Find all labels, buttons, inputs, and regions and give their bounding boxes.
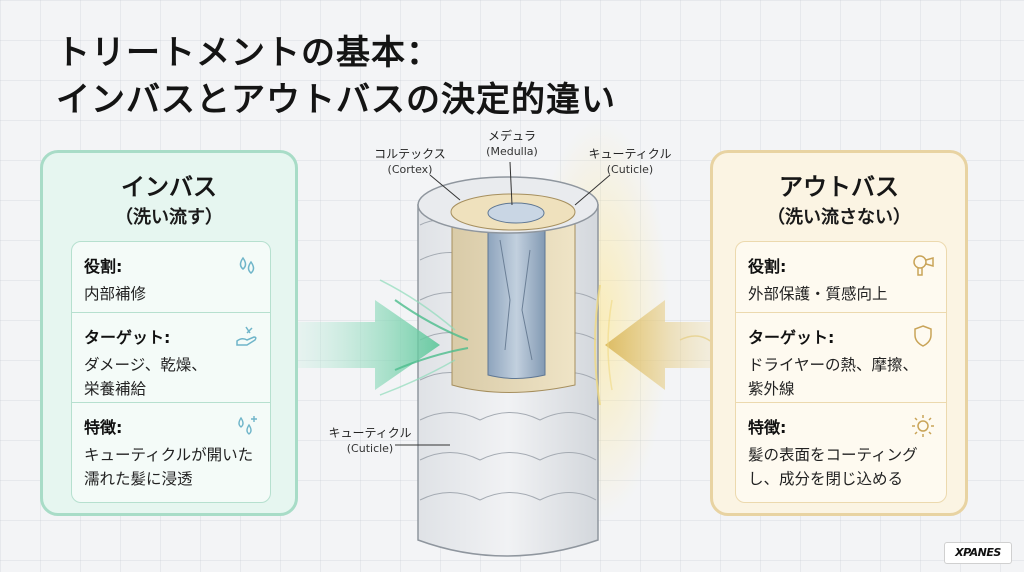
inbath-header: インバス （洗い流す） <box>43 171 295 231</box>
cuticle-top-label-jp: キューティクル <box>588 147 672 161</box>
outbath-target-row: ターゲット: ドライヤーの熱、摩擦、 紫外線 <box>736 312 946 402</box>
outbath-role-label: 役割: <box>748 257 787 276</box>
cortex-label: コルテックス (Cortex) <box>355 146 465 178</box>
inbath-target-label: ターゲット: <box>84 328 171 347</box>
outbath-feature-row: 特徴: 髪の表面をコーティング し、成分を閉じ込める <box>736 402 946 502</box>
hair-dryer-icon <box>913 255 934 276</box>
water-drops-icon <box>239 256 255 274</box>
inbath-role-text: 内部補修 <box>84 285 147 303</box>
cortex-label-en: (Cortex) <box>387 163 433 176</box>
cuticle-bottom-label-jp: キューティクル <box>328 426 412 440</box>
cuticle-bottom-label: キューティクル (Cuticle) <box>315 425 425 457</box>
outbath-role-row: 役割: 外部保護・質感向上 <box>736 242 946 312</box>
inbath-detail-list: 役割: 内部補修 ターゲット: ダメージ、乾燥、 栄養補給 特徴: キューティク… <box>71 241 271 503</box>
outbath-role-text: 外部保護・質感向上 <box>748 285 888 303</box>
cuticle-top-label-en: (Cuticle) <box>606 163 654 176</box>
inbath-feature-label: 特徴: <box>84 418 123 437</box>
sparkle-drops-icon <box>238 416 257 435</box>
inbath-penetration-arrows <box>290 279 469 396</box>
cuticle-bottom-label-en: (Cuticle) <box>346 442 394 455</box>
cuticle-top-label: キューティクル (Cuticle) <box>570 146 690 178</box>
outbath-target-text: ドライヤーの熱、摩擦、 紫外線 <box>748 356 919 398</box>
outbath-feature-text: 髪の表面をコーティング し、成分を閉じ込める <box>748 446 918 488</box>
cortex-label-jp: コルテックス <box>374 147 446 161</box>
inbath-feature-row: 特徴: キューティクルが開いた 濡れた髪に浸透 <box>72 402 270 502</box>
outbath-detail-list: 役割: 外部保護・質感向上 ターゲット: ドライヤーの熱、摩擦、 紫外線 特徴:… <box>735 241 947 503</box>
inbath-panel: インバス （洗い流す） 役割: 内部補修 ターゲット: ダメージ、乾燥、 栄養補… <box>40 150 298 516</box>
medulla-label-en: (Medulla) <box>486 145 538 158</box>
title-line-2: インバスとアウトバスの決定的違い <box>56 80 616 120</box>
inbath-target-text: ダメージ、乾燥、 栄養補給 <box>84 356 207 398</box>
inbath-feature-text: キューティクルが開いた 濡れた髪に浸透 <box>84 446 254 488</box>
outbath-header: アウトバス （洗い流さない） <box>713 171 965 231</box>
inbath-target-row: ターゲット: ダメージ、乾燥、 栄養補給 <box>72 312 270 402</box>
inbath-role-label: 役割: <box>84 257 123 276</box>
brand-logo: XPANES <box>944 542 1012 564</box>
outbath-panel: アウトバス （洗い流さない） 役割: 外部保護・質感向上 ターゲット: ドライヤ… <box>710 150 968 516</box>
hand-repair-icon <box>236 326 257 346</box>
page-title: トリートメントの基本： インバスとアウトバスの決定的違い <box>56 30 616 124</box>
inbath-role-row: 役割: 内部補修 <box>72 242 270 312</box>
outbath-feature-label: 特徴: <box>748 418 787 437</box>
outbath-subtitle: （洗い流さない） <box>767 207 911 228</box>
outbath-target-label: ターゲット: <box>748 328 835 347</box>
inbath-title: インバス <box>121 173 217 201</box>
title-line-1: トリートメントの基本： <box>56 33 441 73</box>
sun-icon <box>912 415 934 437</box>
outbath-title: アウトバス <box>779 173 899 201</box>
medulla-label: メデュラ (Medulla) <box>462 128 562 160</box>
medulla-label-jp: メデュラ <box>487 129 536 143</box>
shield-icon <box>914 325 932 347</box>
inbath-subtitle: （洗い流す） <box>115 207 223 228</box>
